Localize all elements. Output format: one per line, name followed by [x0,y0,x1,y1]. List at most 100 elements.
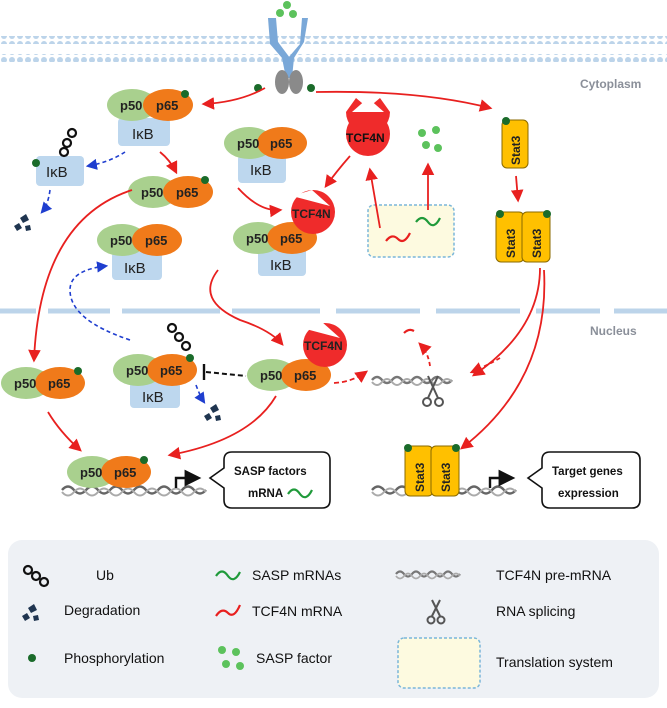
tcf4n-label: TCF4N [346,131,385,145]
tcf4n-mrna-icon [385,232,411,243]
stat3-label: Stat3 [504,228,518,258]
sasp-mrna-icon [415,216,441,227]
nfkb-ikb-complex-resynth: p50 p65 IκB [97,224,182,280]
nfkb-free-dimer: p50 p65 [128,176,213,208]
legend-ub-label: Ub [96,567,114,583]
p50-label: p50 [260,368,282,383]
transcription-start-arrow [488,469,516,488]
target-genes-callout: Target genes expression [526,451,641,509]
tcf4n-premrna [371,375,453,386]
stat3-monomer: Stat3 [501,117,529,169]
legend-phosphorylation: Phosphorylation [28,650,164,666]
p65-label: p65 [156,98,178,113]
stat3-dimer-cytoplasm: Stat3 Stat3 [495,210,551,263]
ikb-label: IκB [124,260,146,277]
legend-translation-system: Translation system [397,637,613,689]
stat3-dimer-dna: Stat3 Stat3 [404,444,460,497]
p50-label: p50 [80,465,102,480]
legend-tcf4n-premrna: TCF4N pre-mRNA [395,567,612,583]
degradation-icon [22,604,39,621]
degradation-icon [14,214,31,231]
p50-label: p50 [246,231,268,246]
tcf4n-label: TCF4N [292,207,331,221]
transcription-start-arrow [174,469,202,488]
p50-label: p50 [126,363,148,378]
legend-sasp-mrnas: SASP mRNAs [215,567,341,583]
nfkb-ikb-complex-nuclear: p50 p65 IκB [113,354,197,408]
legend-degradation-label: Degradation [64,602,140,618]
legend-rna-splicing: RNA splicing [426,599,575,625]
sasp-factor-cluster [218,646,244,670]
receptor [254,1,315,94]
nfkb-ikb-tcf4n-complex: p50 p65 IκB TCF4N [233,190,335,276]
phospho-dot [28,654,36,662]
tcf4n-protein-free: TCF4N [346,98,390,156]
p65-label: p65 [280,231,302,246]
legend-ub: Ub [22,564,114,588]
scissors-icon [422,375,444,407]
p50-label: p50 [141,185,163,200]
ub-chain-icon [58,127,78,158]
p50-label: p50 [237,136,259,151]
tcf4n-label: TCF4N [304,339,343,353]
p65-label: p65 [294,368,316,383]
p50-label: p50 [14,376,36,391]
p65-label: p65 [270,136,292,151]
legend-sasp-mrnas-label: SASP mRNAs [252,567,341,583]
legend-sasp-factor-label: SASP factor [256,650,332,666]
p50-label: p50 [110,233,132,248]
tcf4n-mrna-icon [403,328,415,334]
tcf4n-mrna-icon [215,604,242,617]
nucleus-label: Nucleus [590,324,637,338]
sasp-factor-cluster [276,1,297,18]
nfkb-tcf4n-complex-nuclear: p50 p65 TCF4N [247,322,347,391]
sasp-callout-line1: SASP factors [234,466,307,478]
sasp-callout: SASP factors mRNA [208,451,331,509]
legend-tcf4n-premrna-label: TCF4N pre-mRNA [496,567,612,583]
sasp-mrna-icon [287,488,313,499]
dna-helix-left [61,485,207,497]
degradation-icon [204,404,221,421]
stat3-label: Stat3 [413,462,427,492]
p50-label: p50 [120,98,142,113]
nfkb-nuclear-left: p50 p65 [1,367,85,399]
ub-chain-icon [22,564,50,588]
legend-degradation: Degradation [22,602,140,621]
legend-tcf4n-mrna: TCF4N mRNA [215,603,343,619]
nfkb-ikb-complex-center: p50 p65 IκB [224,127,307,183]
legend-tcf4n-mrna-label: TCF4N mRNA [252,603,343,619]
sasp-factor-cluster [418,126,442,152]
nfkb-bound-dna: p50 p65 [67,456,151,488]
legend-rna-splicing-label: RNA splicing [496,603,575,619]
legend-sasp-factor: SASP factor [218,646,332,670]
legend: Ub Degradation Phosphorylation SASP mRNA… [8,540,659,698]
ikb-label: IκB [270,257,292,274]
ikb-label: IκB [132,126,154,143]
target-callout-line1: Target genes [552,466,623,478]
ikb-label: IκB [142,389,164,406]
cell-membrane [0,36,667,62]
ikb-label: IκB [250,162,272,179]
scissors-icon [426,599,446,625]
inhibition-line [202,364,247,380]
translation-system-box [367,204,455,258]
p65-label: p65 [160,363,182,378]
p65-label: p65 [145,233,167,248]
stat3-label: Stat3 [439,462,453,492]
legend-translation-system-label: Translation system [496,654,613,670]
p65-label: p65 [176,185,198,200]
cytoplasm-label: Cytoplasm [580,77,641,91]
free-ikb-ubiquitinated: IκB [32,156,84,186]
p65-label: p65 [48,376,70,391]
translation-system-swatch [397,637,481,689]
nfkb-ikb-complex-top: p50 p65 IκB [107,89,193,146]
sasp-callout-line2: mRNA [248,488,283,500]
target-callout-line2: expression [558,488,619,500]
phospho-dot [307,84,315,92]
p65-label: p65 [114,465,136,480]
stat3-label: Stat3 [509,135,523,165]
ub-chain-icon [166,322,192,352]
stat3-label: Stat3 [530,228,544,258]
